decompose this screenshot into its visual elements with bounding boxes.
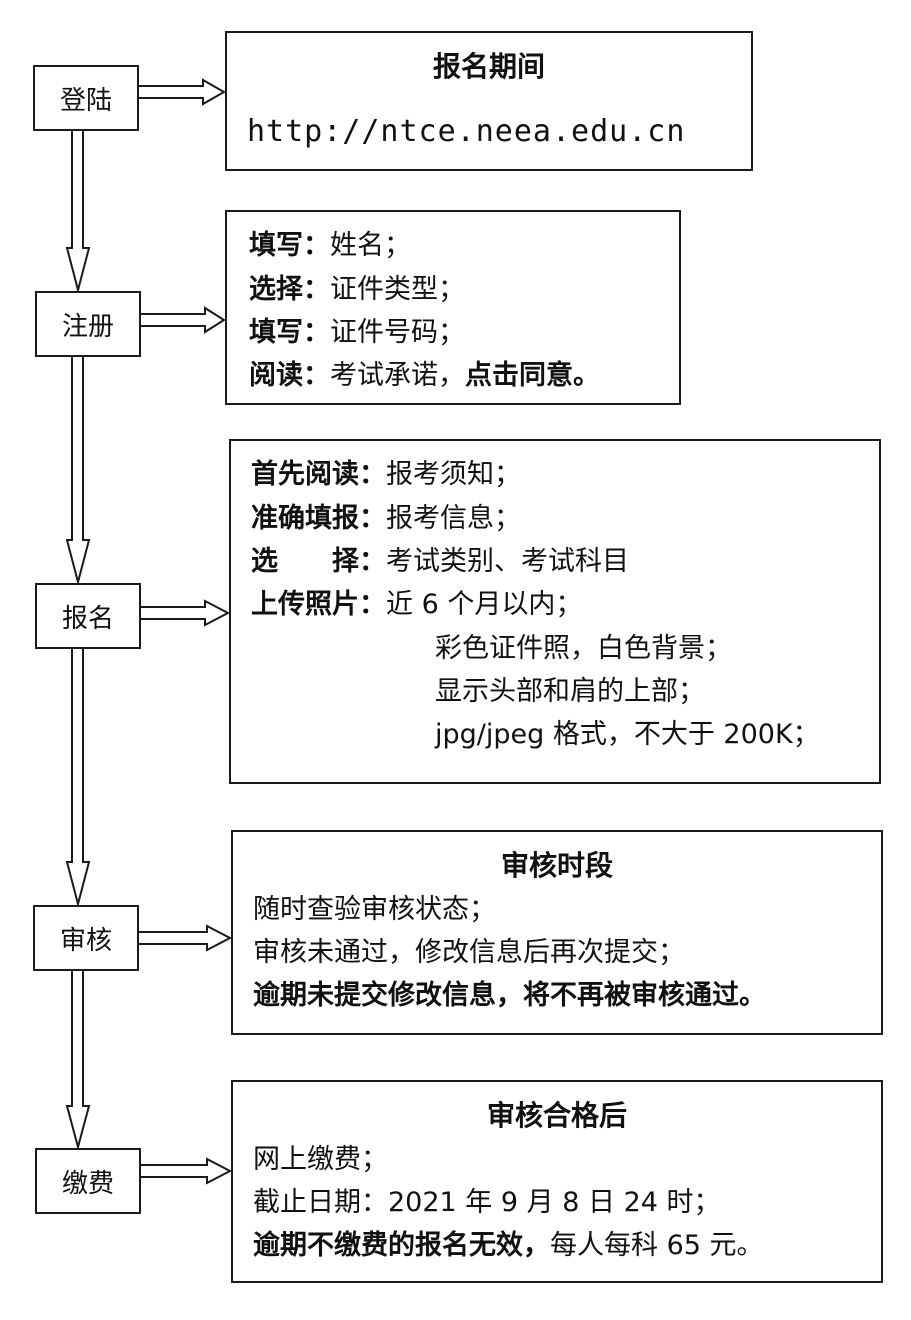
register-item: 填写：姓名； xyxy=(249,230,411,261)
step-review: 审核 xyxy=(33,905,139,971)
payment-item: 网上缴费； xyxy=(253,1144,388,1175)
arrow-down-1 xyxy=(65,129,91,294)
payment-deadline: 截止日期：2021 年 9 月 8 日 24 时； xyxy=(253,1187,721,1218)
arrow-right-apply xyxy=(139,599,231,627)
apply-item: 首先阅读：报考须知； xyxy=(251,459,521,490)
panel-title: 报名期间 xyxy=(432,50,545,83)
apply-item: 准确填报：报考信息； xyxy=(251,503,521,534)
step-label: 缴费 xyxy=(61,1168,114,1199)
review-item: 审核未通过，修改信息后再次提交； xyxy=(253,937,685,968)
arrow-right-register xyxy=(139,306,226,334)
apply-item: 选 择：考试类别、考试科目 xyxy=(251,546,629,577)
website-url: http://ntce.neea.edu.cn xyxy=(247,114,686,149)
step-apply: 报名 xyxy=(35,583,141,649)
arrow-right-review xyxy=(137,924,233,952)
register-item: 填写：证件号码； xyxy=(249,317,465,348)
panel-register: 填写：姓名； 选择：证件类型； 填写：证件号码； 阅读：考试承诺，点击同意。 xyxy=(225,210,681,405)
arrow-right-payment xyxy=(139,1157,233,1185)
panel-title: 审核时段 xyxy=(500,849,613,882)
step-label: 登陆 xyxy=(59,85,112,116)
photo-requirement: jpg/jpeg 格式，不大于 200K； xyxy=(435,719,820,750)
payment-warning: 逾期不缴费的报名无效， xyxy=(253,1230,550,1261)
step-label: 审核 xyxy=(59,925,112,956)
panel-apply: 首先阅读：报考须知； 准确填报：报考信息； 选 择：考试类别、考试科目 上传照片… xyxy=(229,439,881,784)
step-label: 注册 xyxy=(61,311,114,342)
payment-fee: 每人每科 65 元。 xyxy=(550,1230,764,1261)
apply-item: 上传照片：近 6 个月以内； xyxy=(251,589,583,620)
panel-payment: 审核合格后 网上缴费； 截止日期：2021 年 9 月 8 日 24 时； 逾期… xyxy=(231,1080,883,1283)
review-warning: 逾期未提交修改信息，将不再被审核通过。 xyxy=(253,980,766,1011)
arrow-down-4 xyxy=(65,969,91,1151)
panel-title: 审核合格后 xyxy=(486,1099,627,1132)
review-item: 随时查验审核状态； xyxy=(253,894,496,925)
payment-warning-line: 逾期不缴费的报名无效，每人每科 65 元。 xyxy=(253,1232,764,1259)
arrow-right-login xyxy=(137,78,227,106)
arrow-down-3 xyxy=(65,647,91,908)
panel-login: 报名期间 http://ntce.neea.edu.cn xyxy=(225,31,753,171)
register-item: 选择：证件类型； xyxy=(249,274,465,305)
arrow-down-2 xyxy=(65,355,91,586)
photo-requirement: 彩色证件照，白色背景； xyxy=(435,633,732,664)
register-item: 阅读：考试承诺，点击同意。 xyxy=(249,360,600,391)
step-payment: 缴费 xyxy=(35,1148,141,1214)
step-register: 注册 xyxy=(35,291,141,357)
panel-review: 审核时段 随时查验审核状态； 审核未通过，修改信息后再次提交； 逾期未提交修改信… xyxy=(231,830,883,1035)
step-label: 报名 xyxy=(61,603,114,634)
step-login: 登陆 xyxy=(33,65,139,131)
photo-requirement: 显示头部和肩的上部； xyxy=(435,676,705,707)
agree-emphasis: 点击同意。 xyxy=(465,360,600,391)
